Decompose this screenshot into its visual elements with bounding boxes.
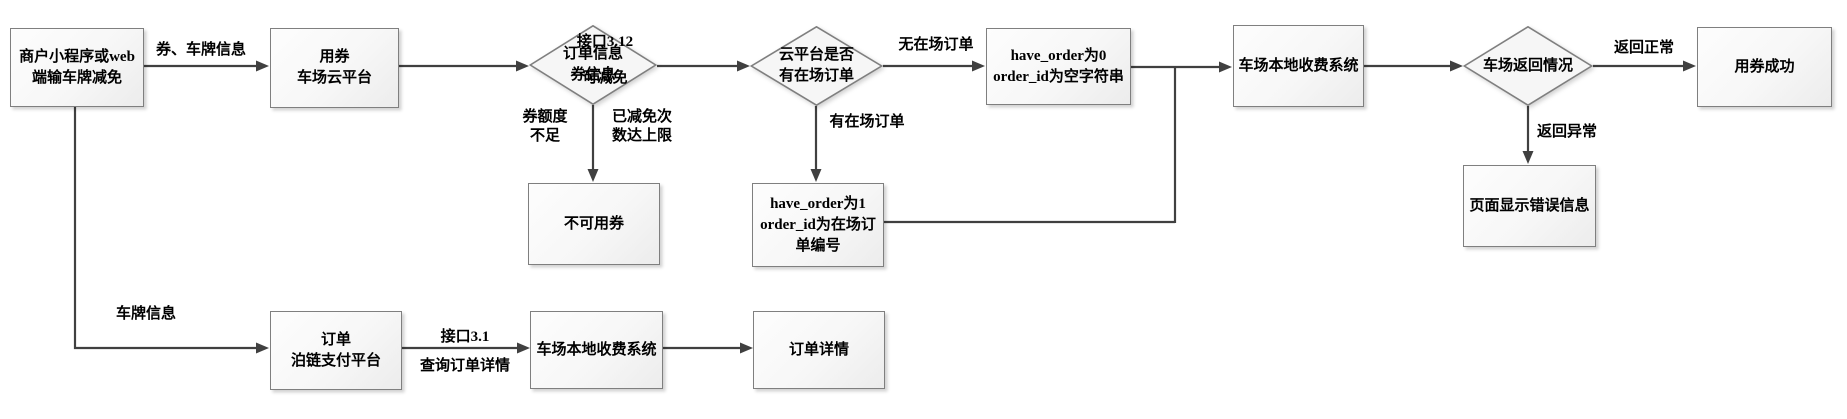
node-order-coupon-check: 订单信息 券信息 [529, 25, 657, 105]
node-order-detail-label: 订单详情 [788, 341, 849, 358]
arrowhead [1219, 61, 1232, 73]
diamond-icon [750, 26, 883, 106]
node-coupon-unusable-label: 不可用券 [563, 215, 624, 232]
edge-label-plate-info: 车牌信息 [115, 306, 176, 322]
node-order-platform: 订单 泊链支付平台 [270, 311, 402, 390]
node-coupon-success: 用券成功 [1697, 27, 1832, 107]
node-merchant-input-label: 商户小程序或web 端输车牌减免 [19, 48, 135, 86]
node-order-coupon-check-label: 订单信息 券信息 [562, 46, 623, 83]
edge-label-coupon-insufficient: 券额度 不足 [522, 109, 568, 144]
edge-label-coupon-plate-info: 券、车牌信息 [155, 42, 246, 58]
arrowhead [737, 60, 750, 72]
arrowhead [1450, 60, 1463, 72]
node-order-detail: 订单详情 [753, 311, 885, 389]
arrowhead [517, 342, 530, 354]
edge-label-deduction-limit: 已减免次 数达上限 [611, 109, 672, 144]
node-merchant-input: 商户小程序或web 端输车牌减免 [10, 28, 144, 107]
arrowhead [1683, 60, 1696, 72]
edge-label-has-onsite-order: 有在场订单 [829, 114, 905, 130]
node-onsite-order-check: 云平台是否 有在场订单 [750, 26, 883, 106]
node-cloud-platform-label: 用券 车场云平台 [296, 49, 372, 86]
edge-label-return-normal: 返回正常 [1613, 40, 1674, 56]
arrowhead [740, 342, 753, 354]
arrowhead [516, 60, 529, 72]
edge-label-return-abnormal: 返回异常 [1537, 124, 1598, 140]
node-have-order-0-label: have_order为0 order_id为空字符串 [993, 47, 1124, 85]
node-local-fee-system-top-label: 车场本地收费系统 [1238, 57, 1359, 74]
node-order-platform-label: 订单 泊链支付平台 [290, 331, 381, 369]
edge-label-query-order-detail: 查询订单详情 [419, 358, 510, 374]
node-error-page-label: 页面显示错误信息 [1469, 197, 1590, 214]
node-park-return-check: 车场返回情况 [1463, 26, 1593, 106]
arrowhead [256, 60, 269, 72]
arrowhead [256, 342, 269, 354]
node-local-fee-system-bottom: 车场本地收费系统 [530, 311, 663, 389]
edge-label-api-3-12: 接口3.12 [576, 34, 634, 50]
node-coupon-success-label: 用券成功 [1734, 58, 1795, 75]
arrowhead [587, 169, 599, 182]
node-onsite-order-check-label: 云平台是否 有在场订单 [778, 47, 854, 84]
node-have-order-1-label: have_order为1 order_id为在场订 单编号 [760, 195, 876, 254]
diamond-icon [1463, 26, 1593, 106]
edge-label-no-onsite-order: 无在场订单 [898, 37, 974, 53]
edge-label-api-3-1: 接口3.1 [440, 329, 490, 345]
node-error-page: 页面显示错误信息 [1463, 165, 1596, 247]
node-local-fee-system-bottom-label: 车场本地收费系统 [536, 341, 657, 358]
node-have-order-1: have_order为1 order_id为在场订 单编号 [752, 183, 884, 267]
connector-merchant-to-orderplatform [73, 105, 257, 350]
arrowhead [972, 60, 985, 72]
edge-label-deductible: 可减免 [582, 70, 628, 86]
node-local-fee-system-top: 车场本地收费系统 [1233, 25, 1364, 107]
diamond-icon [529, 25, 657, 105]
node-have-order-0: have_order为0 order_id为空字符串 [986, 28, 1131, 105]
node-park-return-check-label: 车场返回情况 [1482, 57, 1573, 74]
arrowhead [810, 169, 822, 182]
node-cloud-platform: 用券 车场云平台 [270, 28, 399, 108]
node-coupon-unusable: 不可用券 [528, 183, 660, 265]
arrowhead [1522, 151, 1534, 164]
